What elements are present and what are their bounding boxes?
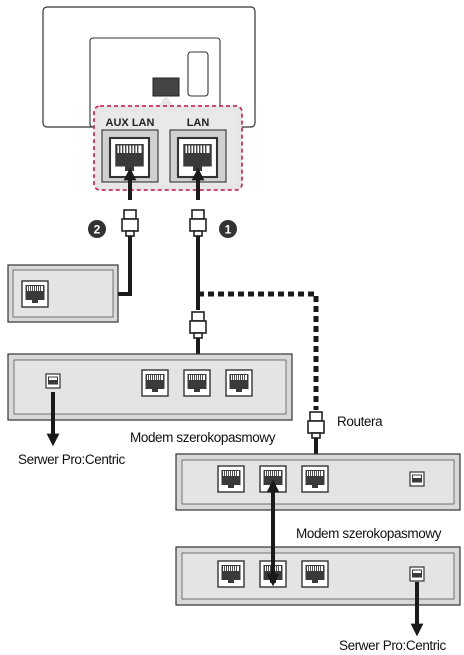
modem-right-server-port <box>409 566 425 582</box>
badge-2: 2 <box>88 220 106 238</box>
aux-device <box>7 264 119 323</box>
modem-right-port-3 <box>301 560 329 588</box>
router-port-1 <box>217 465 245 493</box>
router-port-3 <box>301 465 329 493</box>
modem-left-port-3 <box>225 369 253 397</box>
router <box>175 453 461 511</box>
modem-left-label: Modem szerokopasmowy <box>130 430 276 445</box>
modem-right-label: Modem szerokopasmowy <box>296 526 442 541</box>
modem-right-port-1 <box>217 560 245 588</box>
cable-lan <box>189 167 207 375</box>
tv <box>42 6 256 128</box>
aux-lan-port-label: AUX LAN <box>106 117 155 129</box>
tv-slot-small <box>187 51 209 97</box>
badge-1: 1 <box>219 220 237 238</box>
router-small-port <box>409 471 425 487</box>
modem-left-port-2 <box>183 369 211 397</box>
modem-left <box>7 353 293 421</box>
badge-2-number: 2 <box>94 223 101 237</box>
tv-port-panel: AUX LAN LAN <box>93 105 243 191</box>
modem-right <box>175 546 461 606</box>
lan-port-label: LAN <box>187 117 210 129</box>
badge-1-number: 1 <box>225 223 232 237</box>
zoom-pointer <box>158 96 174 106</box>
tv-port-slot <box>152 77 180 97</box>
aux-device-port <box>21 280 49 308</box>
server-right-label: Serwer Pro:Centric <box>339 638 446 653</box>
server-left-label: Serwer Pro:Centric <box>18 452 125 467</box>
modem-left-port-1 <box>141 369 169 397</box>
router-label: Routera <box>337 414 383 429</box>
lan-port <box>176 136 219 179</box>
modem-left-server-port <box>45 373 61 389</box>
aux-lan-port <box>108 136 151 179</box>
